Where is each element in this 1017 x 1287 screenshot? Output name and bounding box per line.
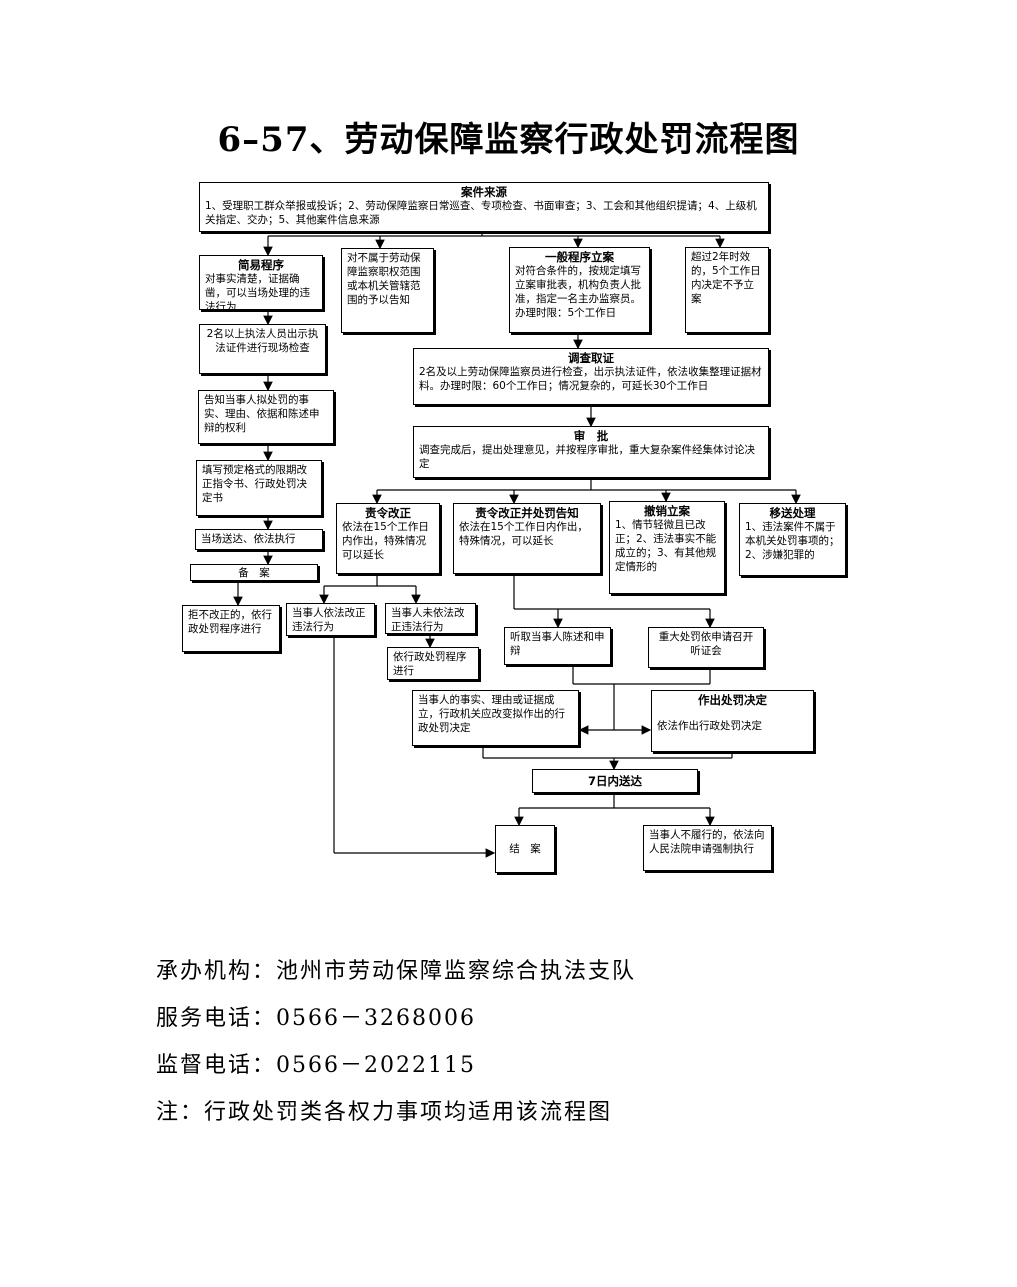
node-text: 对不属于劳动保障监察职权范围或本机关管辖范围的予以告知 — [347, 252, 421, 306]
node-text: 当事人未依法改正违法行为 — [391, 607, 465, 633]
node-text: 依行政处罚程序进行 — [393, 651, 467, 677]
node-investigation: 调查取证 2名及以上劳动保障监察员进行检查，出示执法证件，依法收集整理证据材料。… — [413, 348, 769, 405]
node-text: 调查完成后，提出处理意见，并按程序审批，重大复杂案件经集体讨论决定 — [419, 444, 755, 470]
node-text: 听取当事人陈述和申辩 — [510, 631, 605, 657]
node-enforce: 当事人不履行的，依法向人民法院申请强制执行 — [643, 825, 772, 871]
node-title: 一般程序立案 — [545, 250, 614, 264]
node-text: 结 案 — [509, 843, 541, 855]
node-fill-form: 填写预定格式的限期改正指令书、行政处罚决定书 — [196, 460, 322, 516]
node-order-correct: 责令改正 依法在15个工作日内作出，特殊情况可以延长 — [336, 503, 440, 574]
node-text: 当事人依法改正违法行为 — [292, 607, 366, 633]
node-text: 依法在15个工作日内作出，特殊情况可以延长 — [342, 521, 429, 561]
node-text: 告知当事人拟处罚的事实、理由、依据和陈述申辩的权利 — [204, 394, 320, 434]
node-title: 案件来源 — [461, 185, 507, 199]
node-two-officers: 2名以上执法人员出示执法证件进行现场检查 — [199, 324, 326, 374]
node-text: 2名及以上劳动保障监察员进行检查，出示执法证件，依法收集整理证据材料。办理时限：… — [419, 366, 762, 392]
node-text: 依法作出行政处罚决定 — [657, 720, 762, 732]
node-text: 2名以上执法人员出示执法证件进行现场检查 — [206, 328, 319, 354]
footer-service-phone: 服务电话：0566－3268006 — [156, 1006, 476, 1031]
node-title: 调查取证 — [568, 351, 614, 365]
node-text: 拒不改正的，依行政处罚程序进行 — [188, 609, 272, 635]
node-close-case: 结 案 — [495, 825, 555, 873]
node-hearing: 重大处罚依申请召开听证会 — [648, 627, 764, 668]
node-inform-rights: 告知当事人拟处罚的事实、理由、依据和陈述申辩的权利 — [198, 390, 334, 444]
node-text: 1、受理职工群众举报或投诉；2、劳动保障监察日常巡查、专项检查、书面审查；3、工… — [205, 200, 757, 226]
node-revoke-case: 撤销立案 1、情节轻微且已改正；2、违法事实不能成立的；3、有其他规定情形的 — [609, 501, 725, 594]
node-not-corrected: 当事人未依法改正违法行为 — [385, 603, 476, 634]
node-text: 重大处罚依申请召开听证会 — [658, 631, 754, 657]
node-archive: 备 案 — [190, 564, 318, 581]
node-penalty-decision: 作出处罚决定 依法作出行政处罚决定 — [651, 690, 814, 752]
node-penalty-procedure: 依行政处罚程序进行 — [387, 647, 479, 680]
node-corrected: 当事人依法改正违法行为 — [286, 603, 375, 636]
page-title: 6–57、劳动保障监察行政处罚流程图 — [217, 120, 800, 160]
node-text: 1、违法案件不属于本机关处罚事项的；2、涉嫌犯罪的 — [745, 521, 840, 561]
footer-agency: 承办机构：池州市劳动保障监察综合执法支队 — [156, 959, 637, 984]
node-simple-procedure: 简易程序 对事实清楚，证据确凿，可以当场处理的违法行为 — [199, 255, 323, 310]
node-deliver-7-days: 7日内送达 — [532, 769, 698, 793]
node-text: 依法在15个工作日内作出，特殊情况，可以延长 — [459, 521, 588, 547]
node-text: 填写预定格式的限期改正指令书、行政处罚决定书 — [202, 464, 307, 504]
node-text: 对事实清楚，证据确凿，可以当场处理的违法行为 — [205, 273, 310, 310]
node-text: 当场送达、依法执行 — [201, 533, 296, 545]
node-text: 超过2年时效的，5个工作日内决定不予立案 — [691, 251, 761, 305]
node-refuse-correct: 拒不改正的，依行政处罚程序进行 — [182, 605, 280, 652]
node-title: 撤销立案 — [644, 504, 690, 518]
node-hear-statement: 听取当事人陈述和申辩 — [504, 627, 611, 665]
node-title: 责令改正 — [365, 506, 411, 520]
node-text: 当事人的事实、理由或证据成立，行政机关应改变拟作出的行政处罚决定 — [418, 694, 565, 734]
node-title: 简易程序 — [238, 258, 284, 272]
node-text: 1、情节轻微且已改正；2、违法事实不能成立的；3、有其他规定情形的 — [615, 519, 717, 573]
node-text: 当事人不履行的，依法向人民法院申请强制执行 — [649, 829, 765, 855]
node-title: 移送处理 — [769, 506, 816, 520]
node-order-and-penalty: 责令改正并处罚告知 依法在15个工作日内作出，特殊情况，可以延长 — [453, 503, 601, 574]
node-title: 责令改正并处罚告知 — [475, 506, 579, 520]
node-review: 审 批 调查完成后，提出处理意见，并按程序审批，重大复杂案件经集体讨论决定 — [413, 426, 769, 478]
node-title: 7日内送达 — [587, 774, 642, 788]
node-reconsider: 当事人的事实、理由或证据成立，行政机关应改变拟作出的行政处罚决定 — [412, 690, 579, 746]
node-case-source: 案件来源 1、受理职工群众举报或投诉；2、劳动保障监察日常巡查、专项检查、书面审… — [199, 182, 769, 232]
node-text: 备 案 — [238, 567, 270, 579]
node-overdue: 超过2年时效的，5个工作日内决定不予立案 — [685, 247, 769, 333]
node-title: 作出处罚决定 — [698, 693, 767, 707]
footer-supervision-phone: 监督电话：0566－2022115 — [156, 1053, 476, 1078]
node-not-in-scope: 对不属于劳动保障监察职权范围或本机关管辖范围的予以告知 — [341, 248, 434, 333]
node-general-procedure: 一般程序立案 对符合条件的，按规定填写立案审批表，机构负责人批准，指定一名主办监… — [509, 247, 650, 333]
node-deliver-onsite: 当场送达、依法执行 — [195, 529, 323, 550]
footer-note: 注：行政处罚类各权力事项均适用该流程图 — [156, 1100, 613, 1125]
node-transfer: 移送处理 1、违法案件不属于本机关处罚事项的；2、涉嫌犯罪的 — [739, 503, 846, 576]
node-text: 对符合条件的，按规定填写立案审批表，机构负责人批准，指定一名主办监察员。办理时限… — [515, 265, 641, 319]
node-title: 审 批 — [573, 429, 609, 443]
